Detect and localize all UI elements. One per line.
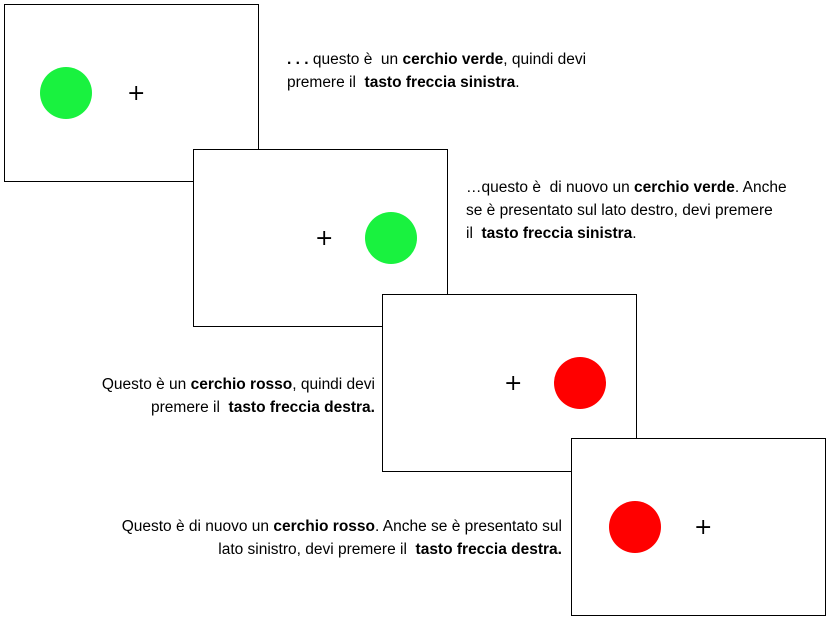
caption-text: …questo è di nuovo un [466,179,635,196]
caption-text: Questo è un [101,376,191,393]
caption-text: . Anche [734,179,787,196]
stimulus-screen-3: + [382,294,637,472]
caption-text: . [515,74,520,91]
caption-text: premere il [287,74,365,91]
fixation-cross: + [127,81,146,106]
caption-text: . [632,225,637,242]
caption-text: lato sinistro, devi premere il [218,541,416,558]
caption-emphasis: tasto freccia destra. [415,541,562,558]
fixation-cross: + [694,515,713,540]
instruction-caption-1: . . . questo è un cerchio verde, quindi … [287,48,627,94]
stimulus-screen-1: + [4,4,259,182]
green-circle [365,212,417,264]
caption-text: Questo è di nuovo un [121,518,274,535]
fixation-cross: + [504,371,523,396]
caption-text: premere il [151,399,229,416]
instruction-caption-2: …questo è di nuovo un cerchio verde. Anc… [466,176,826,245]
green-circle [40,67,92,119]
caption-text: , quindi devi [503,51,587,68]
caption-emphasis: cerchio rosso [190,376,293,393]
caption-text: se è presentato sul lato destro, devi pr… [466,202,773,219]
caption-text: il [466,225,482,242]
caption-emphasis: tasto freccia sinistra [481,225,633,242]
caption-emphasis: cerchio rosso [273,518,376,535]
caption-emphasis: cerchio verde [634,179,735,196]
red-circle [609,501,661,553]
stimulus-screen-4: + [571,438,826,616]
caption-emphasis: cerchio verde [402,51,504,68]
caption-emphasis: tasto freccia destra. [228,399,375,416]
instruction-caption-4: Questo è di nuovo un cerchio rosso. Anch… [40,515,562,561]
caption-emphasis: . . . [287,51,309,68]
red-circle [554,357,606,409]
caption-emphasis: tasto freccia sinistra [364,74,516,91]
fixation-cross: + [315,226,334,251]
instruction-caption-3: Questo è un cerchio rosso, quindi devi pr… [40,373,375,419]
caption-text: , quindi devi [292,376,375,393]
caption-text: . Anche se è presentato sul [375,518,562,535]
caption-text: questo è un [308,51,403,68]
